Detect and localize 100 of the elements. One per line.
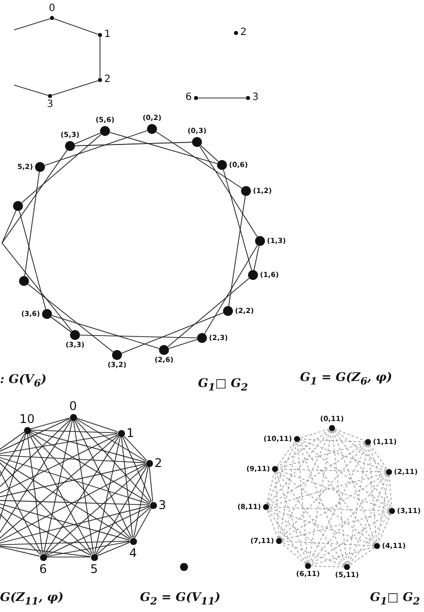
edge-line (2, 242, 72, 332)
edge-line (44, 436, 120, 554)
graph-vertex: 2 (234, 28, 247, 38)
edge-line (266, 441, 296, 505)
edge-line (349, 547, 375, 566)
edge-line (266, 472, 275, 504)
edge-line (51, 315, 160, 349)
edge-line (133, 466, 149, 538)
edge-line (281, 473, 387, 540)
edge-line (30, 431, 150, 504)
edge-line (75, 419, 151, 503)
graph-vertex: 5 (90, 554, 98, 574)
edge-line (74, 420, 132, 538)
edge-line (268, 472, 386, 507)
edge-line (299, 440, 387, 472)
graph-vertex: 2 (146, 457, 162, 469)
edge-line (18, 210, 46, 310)
edge-line (348, 474, 388, 565)
graph-vertex: 2 (98, 75, 111, 85)
edge-line (28, 284, 114, 352)
edge-line (76, 418, 118, 432)
edge-line (300, 428, 330, 438)
edge-line (46, 541, 130, 557)
edge-line (310, 512, 390, 565)
edge-line (27, 433, 43, 554)
edge-line (45, 464, 147, 556)
edge-line (24, 172, 40, 276)
graph-vertex: 0 (69, 400, 77, 420)
edge-line (368, 444, 378, 544)
edge-line (368, 444, 392, 509)
edge-line (2, 210, 16, 244)
edge-line (30, 430, 146, 462)
edge-line (377, 474, 389, 544)
edge-line (298, 441, 376, 544)
edge-line (168, 339, 198, 349)
edge-line (347, 444, 368, 564)
edge-line (333, 430, 391, 509)
edge-line (268, 443, 366, 506)
vertex-dot (13, 201, 23, 211)
edge-line (268, 508, 375, 546)
edge-line (268, 508, 345, 566)
edge-line (276, 471, 308, 564)
edge-line (276, 441, 296, 467)
edge-line (29, 432, 131, 539)
edge-line (148, 466, 154, 502)
edge-line (300, 438, 366, 442)
edge-line (266, 509, 278, 539)
edge-line (123, 435, 147, 461)
graph-vertex: 1 (118, 427, 134, 439)
edge-line (280, 542, 306, 564)
edge-line (0, 500, 150, 506)
edge-line (43, 420, 73, 554)
vertex-dot (19, 276, 29, 286)
edge-line (204, 244, 258, 334)
edge-line (278, 468, 386, 472)
edge-line (94, 436, 121, 554)
edge-line (296, 442, 308, 564)
edge-line (268, 430, 330, 506)
graph-caption: G$_{2}$ = G(V$_{11}$) (140, 590, 220, 608)
edge-line (267, 509, 307, 564)
edge-line (199, 146, 258, 238)
edge-line (282, 540, 374, 546)
edge-line (223, 169, 252, 271)
edge-line (0, 540, 130, 546)
edge-line (21, 134, 102, 204)
edge-line (308, 430, 332, 564)
edge-line (30, 430, 118, 434)
graph-vertex: 0 (48, 4, 56, 20)
edge-line (0, 544, 91, 557)
edge-line (334, 429, 387, 471)
edge-line (299, 440, 390, 510)
edge-line (278, 442, 366, 469)
edge-line (274, 472, 280, 538)
edge-line (308, 444, 368, 564)
graph-caption: G$_{1}$□ G$_{2}$ (370, 590, 420, 608)
edge-line (281, 542, 345, 566)
edge-line (276, 471, 346, 565)
edge-line (80, 334, 198, 338)
graph-vertex: 6 (39, 554, 47, 574)
edge-line (279, 442, 297, 538)
graph-caption: G$_{1}$ = G(Z$_{6}$, φ) (300, 370, 392, 388)
edge-line (277, 470, 375, 545)
graph-vertex: 3 (246, 93, 259, 103)
edge-line (0, 505, 150, 546)
edge-line (254, 246, 260, 270)
edge-line (50, 316, 72, 332)
edge-line (332, 430, 376, 544)
edge-line (122, 436, 152, 502)
edge-line (298, 441, 346, 565)
edge-line (52, 80, 98, 96)
graph-vertex: 3 (150, 499, 166, 511)
edge-line (96, 542, 130, 556)
edge-line (0, 454, 150, 504)
edge-line (388, 474, 392, 508)
edge-line (332, 430, 348, 564)
edge-line (310, 566, 344, 568)
vertex-dot (180, 563, 188, 571)
edge-line (121, 436, 133, 538)
edge-line (109, 132, 218, 164)
edge-line (95, 466, 148, 554)
